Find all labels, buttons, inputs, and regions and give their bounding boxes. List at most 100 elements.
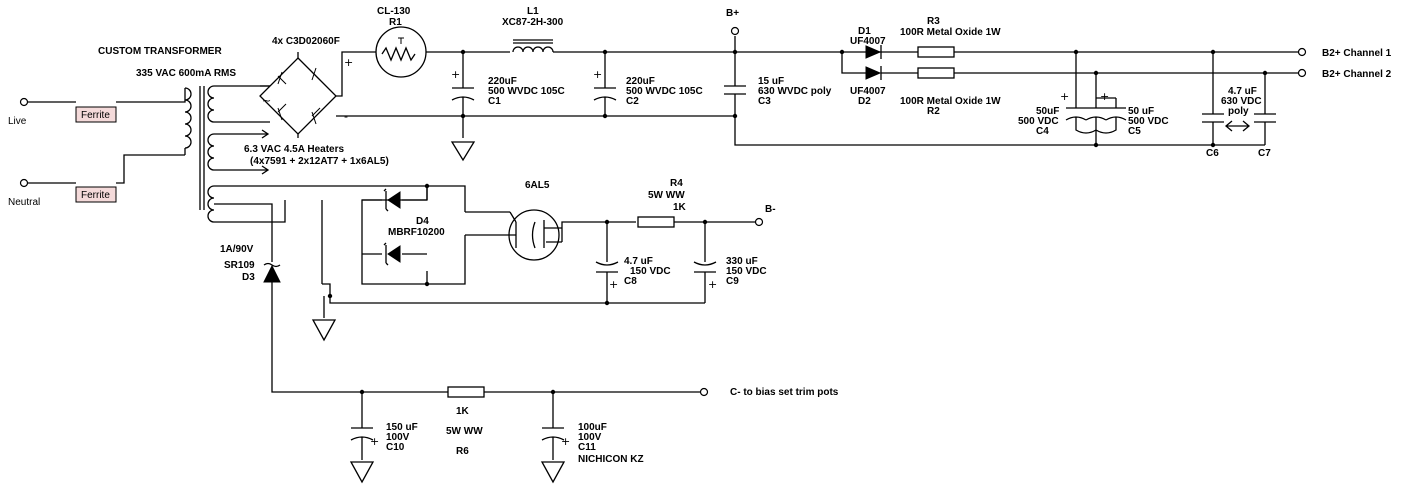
bridge-plus: + [344,56,353,69]
c7-ref: C7 [1258,148,1271,159]
c1-plus: + [451,68,460,81]
channel-caps-c6-c7: 4.7 uF 630 VDC poly C6 C7 [1202,49,1276,159]
cminus-terminal[interactable] [699,387,709,397]
c11-rating: 100V [578,432,602,443]
live-terminal[interactable] [19,97,29,107]
c1-rating: 500 WVDC 105C [488,86,565,97]
c10-value: 150 uF [386,422,418,433]
c2-value: 220uF [626,76,655,87]
l1-ref: L1 [527,6,539,17]
d4-part: MBRF10200 [388,227,445,238]
r1-part: CL-130 [377,6,411,17]
l1-part: XC87-2H-300 [502,17,564,28]
c8-value: 4.7 uF [624,256,653,267]
c5-ref: C5 [1128,126,1141,137]
heater-winding [207,133,215,171]
heater-label: 6.3 VAC 4.5A Heaters [244,144,344,155]
ch1-label: B2+ Channel 1 [1322,48,1392,59]
c1-value: 220uF [488,76,517,87]
ch2-terminal[interactable] [1297,68,1307,78]
ch1-terminal[interactable] [1297,47,1307,57]
c11-plus: + [561,435,570,448]
d2-ref: D2 [858,96,871,107]
primary-winding [184,87,192,155]
r4-part: 5W WW [648,190,685,201]
reservoir-caps: + 220uF 500 WVDC 105C C1 + 220uF 500 WVD… [450,8,1265,162]
bias-secondary-winding [207,185,215,223]
c4-plus: + [1060,90,1069,103]
d4-ref: D4 [416,216,429,227]
r4-value: 1K [673,202,687,213]
c6c7-type: poly [1228,106,1249,117]
r3-resistor [917,46,955,58]
cminus-label: C- to bias set trim pots [730,387,839,398]
ground-symbol-c1 [450,141,476,162]
r2-part: 100R Metal Oxide 1W [900,96,1001,107]
c9-value: 330 uF [726,256,758,267]
channel-split: D1 UF4007 UF4007 D2 R3 100R Metal Oxide … [839,16,1298,117]
transformer-rating: 335 VAC 600mA RMS [136,68,236,79]
bplus-terminal[interactable] [730,26,740,36]
d1-part: UF4007 [850,36,886,47]
bridge-label: 4x C3D02060F [272,36,340,47]
c6c7-rating: 630 VDC [1221,96,1262,107]
c4-value: 50uF [1036,106,1059,117]
d3-rating: 1A/90V [220,244,254,255]
ferrite-live-label: Ferrite [81,110,110,121]
r4-resistor [637,216,675,228]
r2-ref: R2 [927,106,940,117]
c5-value: 50 uF [1128,106,1154,117]
r6-ref: R6 [456,446,469,457]
r3-part: 100R Metal Oxide 1W [900,27,1001,38]
c4-rating: 500 VDC [1018,116,1059,127]
r4-ref: R4 [670,178,683,189]
d1-ref: D1 [858,26,871,37]
ferrite-neutral-label: Ferrite [81,190,110,201]
neutral-terminal[interactable] [19,178,29,188]
neutral-label: Neutral [8,197,40,208]
c5-rating: 500 VDC [1128,116,1169,127]
c9-ref: C9 [726,276,739,287]
ferrite-bead-neutral [75,186,117,203]
bminus-label: B- [765,204,776,215]
channel-caps-c4-c5: + + 50uF 500 VDC C4 50 uF 500 VDC C5 [1018,49,1169,148]
ch2-label: B2+ Channel 2 [1322,69,1392,80]
c6c7-value: 4.7 uF [1228,86,1257,97]
c2-rating: 500 WVDC 105C [626,86,703,97]
c10-ref: C10 [386,442,405,453]
c11-brand: NICHICON KZ [578,454,644,465]
c9-plus: + [708,278,717,291]
c8-plus: + [609,278,618,291]
cminus-section: 1A/90V SR109 D3 C- to bias set trim pots… [220,240,839,484]
heater-tubes-label: (4x7591 + 2x12AT7 + 1x6AL5) [250,156,389,167]
c3-rating: 630 WVDC poly [758,86,832,97]
c6-ref: C6 [1206,148,1219,159]
d3-part: SR109 [224,260,255,271]
bridge-rectifier: 4x C3D02060F ~ + - [259,36,735,138]
ground-symbol-c10 [349,461,375,484]
bminus-terminal[interactable] [754,217,764,227]
ground-symbol-bias [311,296,337,342]
c11-value: 100uF [578,422,607,433]
r1-thermistor: CL-130 R1 [375,6,510,78]
ground-symbol-c11 [540,461,566,484]
c10-rating: 100V [386,432,410,443]
c5-plus: + [1100,90,1109,103]
c6-c7-arrow-icon [1224,120,1251,132]
live-label: Live [8,116,27,127]
c11-ref: C11 [578,442,596,453]
c9-rating: 150 VDC [726,266,767,277]
r6-value: 1K [456,406,470,417]
c4-ref: C4 [1036,126,1049,137]
c3-ref: C3 [758,96,771,107]
ferrite-bead-live [75,106,117,123]
r6-resistor [447,386,485,398]
d2-part: UF4007 [850,86,886,97]
mains-input: Live Neutral Ferrite Ferrite [8,88,186,208]
d3-ref: D3 [242,272,255,283]
bplus-label: B+ [726,8,739,19]
c2-plus: + [593,68,602,81]
c8-ref: C8 [624,276,637,287]
c1-ref: C1 [488,96,501,107]
